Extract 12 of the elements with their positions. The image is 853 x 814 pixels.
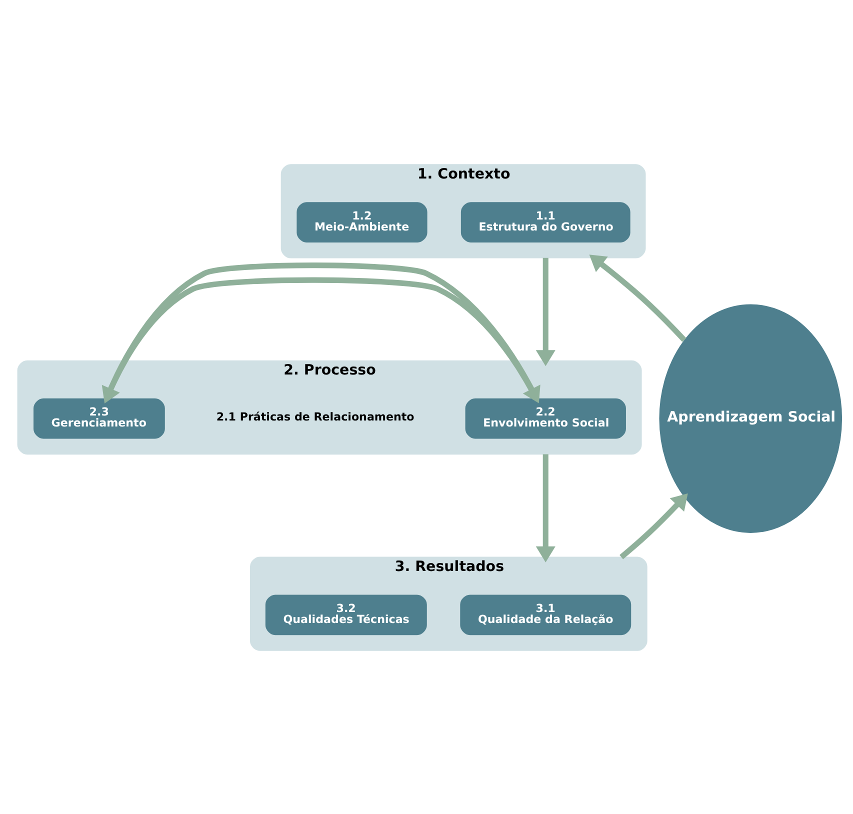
arrow: [620, 492, 688, 559]
node-box: 3.1 Qualidade da Relação: [460, 594, 632, 635]
node-box: 2.2 Envolvimento Social: [465, 398, 626, 438]
arrow: [536, 257, 556, 366]
node-box: 1.2 Meio-Ambiente: [296, 202, 428, 242]
arrow: [589, 254, 686, 342]
node-box: 3.2 Qualidades Técnicas: [265, 594, 427, 635]
node-text: 2.1 Práticas de Relacionamento: [216, 410, 414, 424]
node-ellipse: Aprendizagem Social: [659, 304, 842, 532]
node-box: 1.1 Estrutura do Governo: [460, 202, 630, 242]
node-box: 2.3 Gerenciamento: [34, 398, 165, 438]
arrow: [536, 454, 556, 562]
